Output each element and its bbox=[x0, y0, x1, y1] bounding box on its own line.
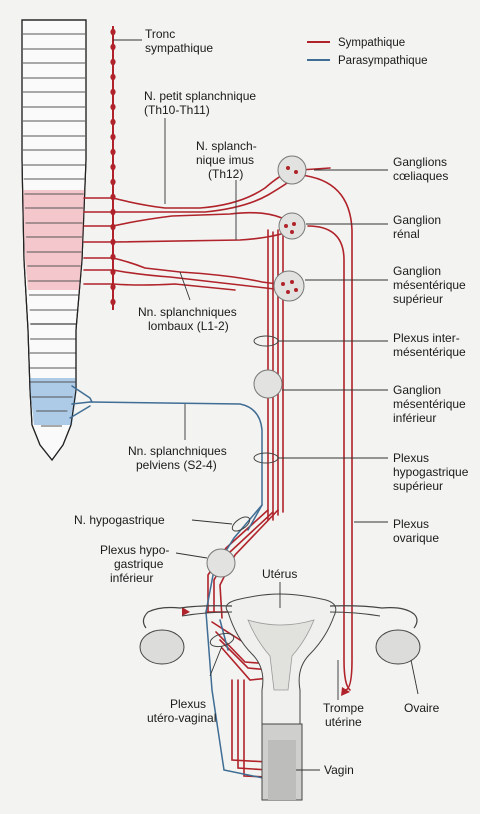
label-tronc-2: sympathique bbox=[145, 41, 213, 55]
label-lomb-1: Nn. splanchniques bbox=[138, 305, 237, 319]
trunk-ganglion-node bbox=[110, 119, 115, 125]
label-petit-2: (Th10-Th11) bbox=[144, 103, 210, 117]
trunk-ganglion-node bbox=[110, 29, 115, 35]
label-mes-sup-1: Ganglion bbox=[393, 264, 441, 278]
label-utvag-2: utéro-vaginal bbox=[147, 711, 216, 725]
label-inter-1: Plexus inter- bbox=[393, 331, 460, 345]
trunk-ganglion-node bbox=[110, 59, 115, 65]
label-vagin: Vagin bbox=[324, 763, 354, 777]
label-imus-3: (Th12) bbox=[208, 167, 243, 181]
trunk-ganglion-node bbox=[110, 299, 115, 305]
label-ovar-2: ovarique bbox=[393, 531, 439, 545]
label-petit-1: N. petit splanchnique bbox=[144, 89, 256, 103]
label-ovar-1: Plexus bbox=[393, 517, 429, 531]
label-ovaire: Ovaire bbox=[404, 701, 440, 715]
label-tronc-1: Tronc bbox=[145, 27, 175, 41]
label-mes-inf-2: mésentérique bbox=[393, 397, 466, 411]
label-uterus: Utérus bbox=[262, 567, 297, 581]
superior-mesenteric-ganglion bbox=[274, 271, 304, 301]
fallopian-tube-left bbox=[143, 606, 232, 628]
trunk-ganglion-node bbox=[110, 44, 115, 50]
thoracic-lumbar-segments-highlight bbox=[23, 190, 85, 290]
label-hyp-sup-3: supérieur bbox=[393, 479, 443, 493]
label-trompe-1: Trompe bbox=[323, 701, 364, 715]
legend-parasympathetic-label: Parasympathique bbox=[338, 55, 428, 67]
label-renal-2: rénal bbox=[393, 227, 420, 241]
label-n-hypo: N. hypogastrique bbox=[74, 513, 165, 527]
label-coel-2: cœliaques bbox=[393, 169, 448, 183]
ovary-left bbox=[140, 630, 184, 664]
label-utvag-1: Plexus bbox=[170, 697, 206, 711]
inferior-hypogastric-ganglion bbox=[207, 549, 235, 577]
label-mes-sup-2: mésentérique bbox=[393, 278, 466, 292]
trunk-ganglion-node bbox=[110, 179, 115, 185]
trunk-ganglion-node bbox=[110, 224, 115, 230]
label-inter-2: mésentérique bbox=[393, 345, 466, 359]
renal-ganglion bbox=[279, 213, 305, 239]
label-hyp-inf-2: gastrique bbox=[114, 557, 164, 571]
label-mes-inf-1: Ganglion bbox=[393, 383, 441, 397]
label-pelv-1: Nn. splanchniques bbox=[128, 444, 227, 458]
label-mes-inf-3: inférieur bbox=[393, 411, 436, 425]
label-renal-1: Ganglion bbox=[393, 213, 441, 227]
ovary-right bbox=[376, 630, 420, 664]
label-hyp-sup-2: hypogastrique bbox=[393, 465, 469, 479]
spinal-column bbox=[22, 20, 86, 460]
celiac-ganglion bbox=[278, 156, 306, 184]
sympathetic-trunk bbox=[110, 26, 115, 310]
legend-sympathetic-label: Sympathique bbox=[338, 37, 405, 49]
label-mes-sup-3: supérieur bbox=[393, 292, 443, 306]
label-coel-1: Ganglions bbox=[393, 155, 447, 169]
trunk-ganglion-node bbox=[110, 74, 115, 80]
trunk-ganglion-node bbox=[110, 149, 115, 155]
trunk-ganglion-node bbox=[110, 134, 115, 140]
label-trompe-2: utérine bbox=[325, 715, 362, 729]
label-imus-1: N. splanch- bbox=[196, 139, 257, 153]
label-hyp-inf-1: Plexus hypo- bbox=[100, 543, 169, 557]
label-hyp-sup-1: Plexus bbox=[393, 451, 429, 465]
trunk-ganglion-node bbox=[110, 104, 115, 110]
inferior-mesenteric-ganglion bbox=[254, 370, 282, 398]
label-imus-2: nique imus bbox=[196, 153, 254, 167]
label-lomb-2: lombaux (L1-2) bbox=[148, 319, 229, 333]
legend: Sympathique Parasympathique bbox=[307, 37, 428, 67]
sympathetic-pathways bbox=[84, 168, 352, 777]
label-hyp-inf-3: inférieur bbox=[110, 571, 153, 585]
trunk-ganglion-node bbox=[110, 89, 115, 95]
label-pelv-2: pelviens (S2-4) bbox=[136, 458, 217, 472]
trunk-ganglion-node bbox=[110, 164, 115, 170]
fallopian-tube-right bbox=[330, 606, 417, 628]
